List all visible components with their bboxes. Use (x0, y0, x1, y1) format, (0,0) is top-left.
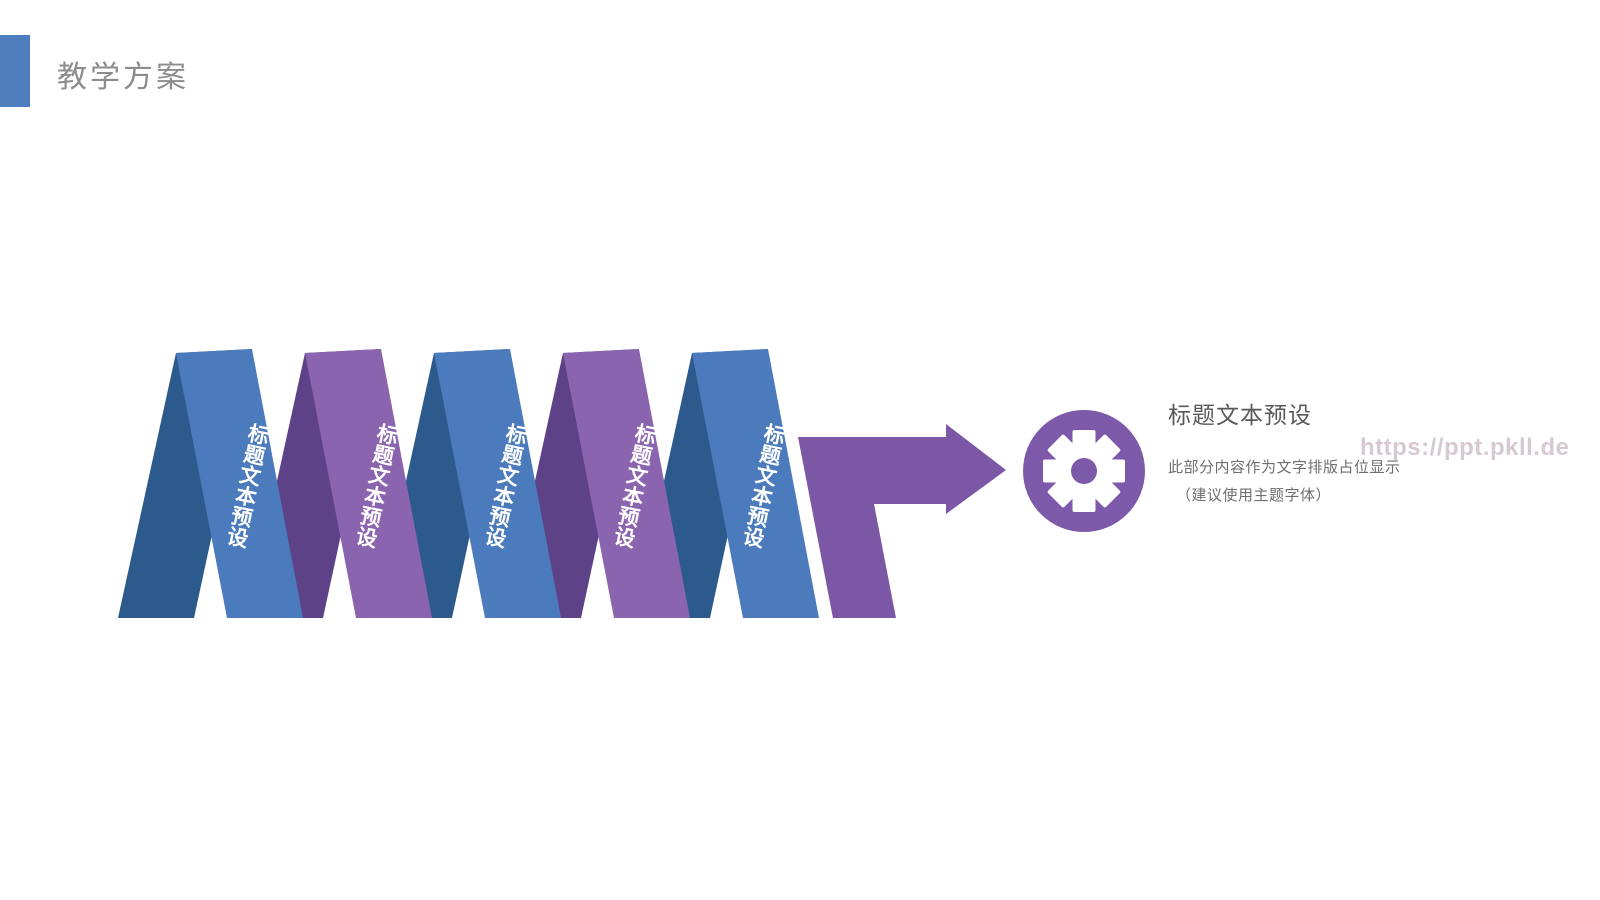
ribbon-band-front (305, 349, 432, 618)
ribbon-band-front (176, 349, 303, 618)
ribbon-front-faces (176, 349, 819, 618)
callout-body-line-1: 此部分内容作为文字排版占位显示 (1168, 459, 1401, 476)
header-accent-bar (0, 35, 30, 107)
gear-badge (1023, 410, 1145, 532)
ribbon-band-front (434, 349, 561, 618)
callout-title: 标题文本预设 (1168, 402, 1312, 428)
ribbon-band-front (692, 349, 819, 618)
page-title: 教学方案 (57, 61, 189, 94)
watermark: https://ppt.pkll.de (1360, 434, 1570, 461)
flow-arrow (798, 424, 1006, 618)
ribbon-band-front (563, 349, 690, 618)
gear-icon (1043, 430, 1125, 512)
gear-icon-hole (1071, 458, 1097, 484)
callout-body-line-2: （建议使用主题字体） (1176, 487, 1332, 504)
